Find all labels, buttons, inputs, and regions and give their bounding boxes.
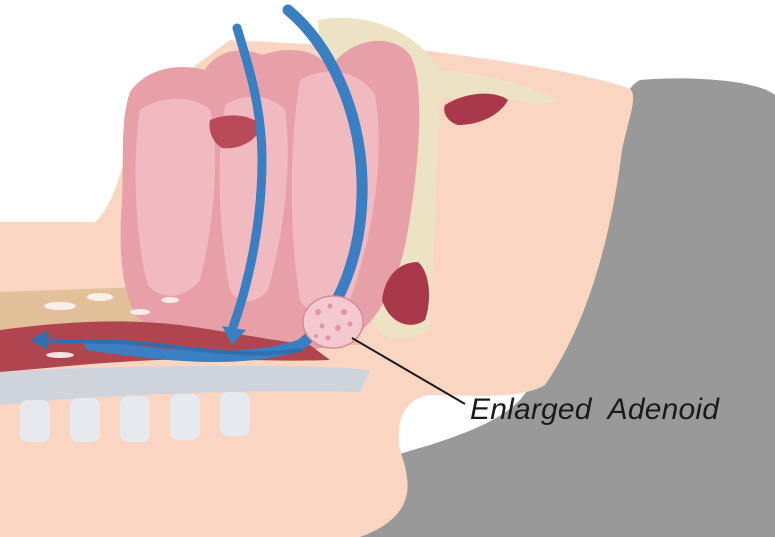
callout-label-enlarged-adenoid: Enlarged Adenoid [470,393,719,427]
